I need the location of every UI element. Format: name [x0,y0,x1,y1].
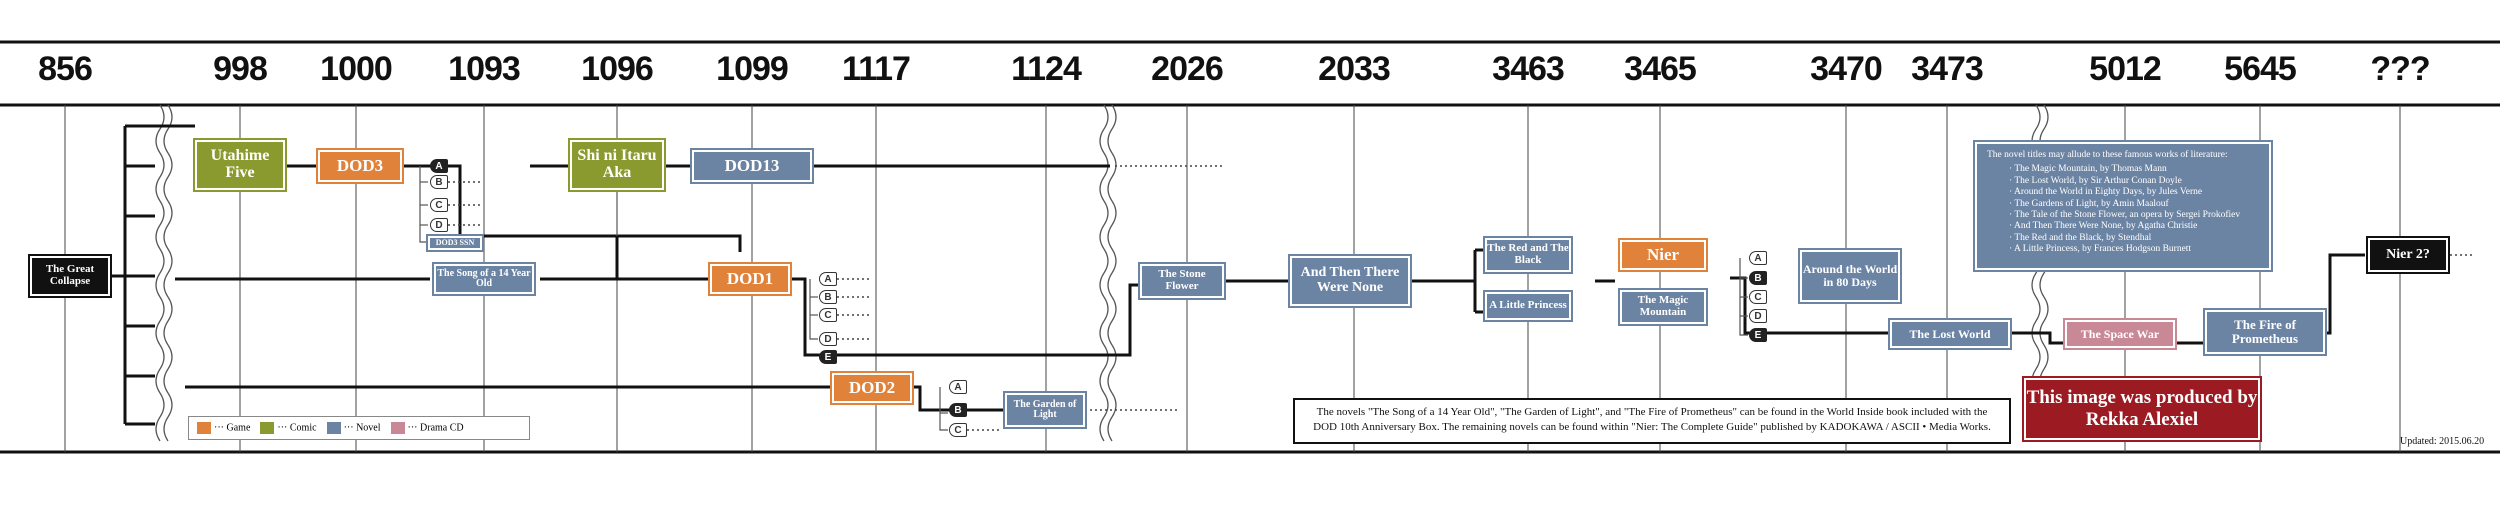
novel-source-line-2: DOD 10th Anniversary Box. The remaining … [1313,420,1991,433]
year-label: 1093 [448,50,521,88]
legend-swatch [260,422,275,434]
dod1-box: DOD1 [708,262,792,296]
year-label: 3463 [1492,50,1565,88]
literature-note: The novel titles may allude to these fam… [1973,140,2273,272]
year-label: 1124 [1011,50,1082,88]
legend: ··· Game··· Comic··· Novel··· Drama CD [188,416,530,440]
year-label: 1096 [581,50,654,88]
year-label: 2033 [1318,50,1391,88]
fire-prometheus-box: The Fire of Prometheus [2203,308,2327,356]
ending-marker: B [819,290,837,304]
dod3-ssn-box: DOD3 SSN [426,234,484,252]
ending-marker: D [430,218,448,232]
credit-line-2: Rekka Alexiel [2085,409,2199,430]
magic-mountain-box: The Magic Mountain [1618,288,1708,326]
credit-line-1: This image was produced by [2026,387,2258,409]
legend-swatch [197,422,211,434]
year-label: 3473 [1911,50,1984,88]
ending-marker: A [949,380,967,394]
literature-item: The Tale of the Stone Flower, an opera b… [2009,210,2259,221]
great-collapse-box: The Great Collapse [28,254,112,298]
year-label: 3465 [1624,50,1697,88]
ending-marker: E [819,350,837,364]
legend-swatch [326,422,341,434]
red-black-box: The Red and The Black [1483,236,1573,274]
legend-dots: ··· [343,422,357,434]
literature-item: The Red and the Black, by Stendhal [2009,233,2259,244]
ending-marker: C [819,308,837,322]
song-14-box: The Song of a 14 Year Old [432,262,536,296]
legend-label: Comic [289,422,317,434]
around-world-box: Around the World in 80 Days [1798,248,1902,304]
nier-box: Nier [1618,238,1708,272]
literature-item: A Little Princess, by Frances Hodgson Bu… [2009,244,2259,255]
ending-marker: A [819,272,837,286]
literature-item: The Gardens of Light, by Amin Maalouf [2009,199,2259,210]
year-label: 856 [38,50,93,88]
literature-list: The Magic Mountain, by Thomas MannThe Lo… [1987,164,2259,255]
ending-marker: D [1749,309,1767,323]
legend-dots: ··· [407,422,421,434]
year-label: 1117 [842,50,911,88]
novel-source-line-1: The novels "The Song of a 14 Year Old", … [1316,406,1988,418]
literature-note-intro: The novel titles may allude to these fam… [1987,150,2228,160]
literature-item: The Lost World, by Sir Arthur Conan Doyl… [2009,176,2259,187]
legend-label: Game [226,422,251,434]
shi-ni-itaru-aka-box: Shi ni Itaru Aka [568,138,666,192]
legend-label: Novel [356,422,381,434]
space-war-box: The Space War [2063,318,2177,350]
dod2-box: DOD2 [830,371,914,405]
ending-marker: B [1749,271,1767,285]
dod3-box: DOD3 [316,148,404,184]
ending-marker: C [430,198,448,212]
and-then-box: And Then There Were None [1288,254,1412,308]
dod13-box: DOD13 [690,148,814,184]
literature-item: And Then There Were None, by Agatha Chri… [2009,221,2259,232]
literature-item: Around the World in Eighty Days, by Jule… [2009,187,2259,198]
credit-box: This image was produced by Rekka Alexiel [2022,376,2262,442]
stone-flower-box: The Stone Flower [1138,262,1226,300]
literature-item: The Magic Mountain, by Thomas Mann [2009,164,2259,175]
ending-marker: D [819,332,837,346]
legend-dots: ··· [277,422,290,434]
garden-light-box: The Garden of Light [1003,391,1087,429]
year-label: 1000 [320,50,393,88]
ending-marker: A [1749,251,1767,265]
year-label: 5012 [2089,50,2162,88]
ending-marker: B [430,175,448,189]
legend-item: ··· Novel [326,422,381,434]
legend-label: Drama CD [420,422,464,434]
year-label: 3470 [1810,50,1883,88]
legend-swatch [390,422,405,434]
legend-item: ··· Game [197,422,250,434]
ending-marker: B [949,403,967,417]
updated-date: Updated: 2015.06.20 [2400,436,2485,447]
legend-item: ··· Drama CD [390,422,464,434]
lost-world-box: The Lost World [1888,318,2012,350]
ending-marker: A [430,159,448,173]
year-label: 998 [213,50,268,88]
year-label: 2026 [1151,50,1224,88]
year-label: 5645 [2224,50,2297,88]
ending-marker: E [1749,328,1767,342]
ending-marker: C [1749,290,1767,304]
novel-source-note: The novels "The Song of a 14 Year Old", … [1293,398,2011,444]
legend-dots: ··· [214,422,227,434]
ending-marker: C [949,423,967,437]
utahime-five-box: Utahime Five [193,138,287,192]
little-princess-box: A Little Princess [1483,290,1573,322]
year-label: 1099 [716,50,789,88]
nier2-box: Nier 2? [2366,236,2450,274]
year-label: ??? [2370,50,2430,88]
legend-item: ··· Comic [260,422,317,434]
